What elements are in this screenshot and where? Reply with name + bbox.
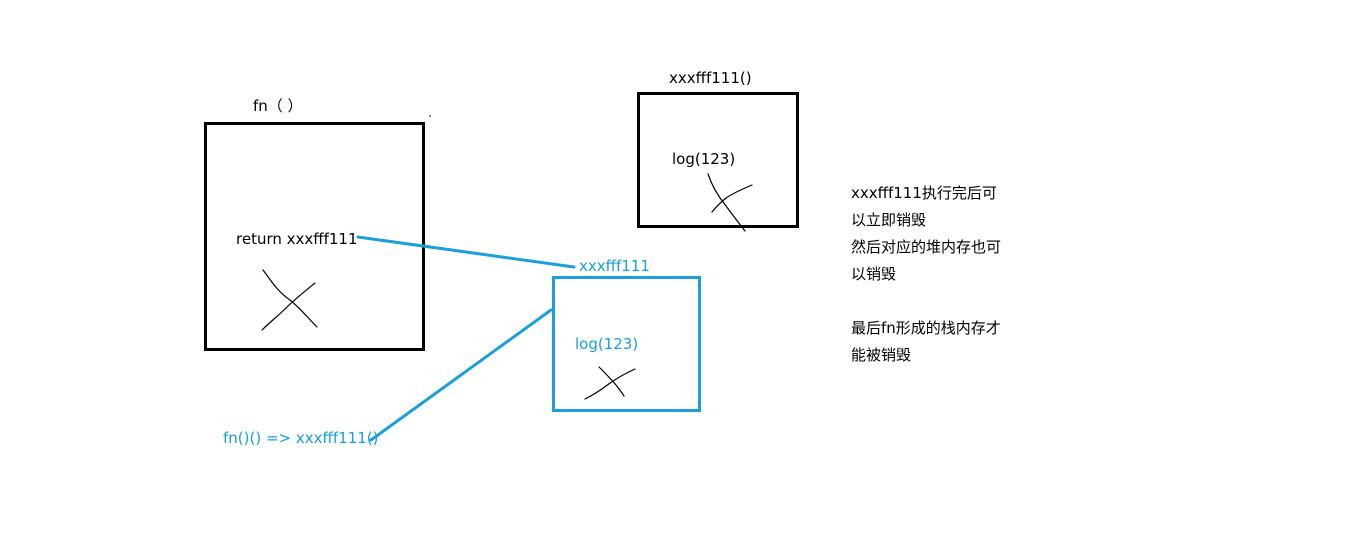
closure-log-statement: log(123) xyxy=(672,150,736,168)
return-to-heap-connector xyxy=(356,235,576,269)
note-line: 以立即销毁 xyxy=(851,211,927,229)
note-line: 以销毁 xyxy=(851,265,897,283)
note-line: xxxfff111执行完后可 xyxy=(851,184,997,202)
closure-title: xxxfff111() xyxy=(669,69,752,87)
note-line: 能被销毁 xyxy=(851,346,912,364)
fn-title: fn（ ） xyxy=(253,97,303,115)
closure-destroyed-cross-icon xyxy=(707,173,753,232)
heap-function-box xyxy=(552,276,701,412)
note-line: 最后fn形成的栈内存才 xyxy=(851,319,1001,337)
call-expression: fn()() => xxxfff111() xyxy=(223,429,379,447)
note-line xyxy=(851,288,1001,315)
heap-title: xxxfff111 xyxy=(579,257,650,275)
note-line: 然后对应的堆内存也可 xyxy=(851,238,1002,256)
heap-destroyed-cross-icon xyxy=(584,366,636,400)
speck-mark xyxy=(429,115,431,117)
fn-return-statement: return xxxfff111 xyxy=(236,230,358,248)
heap-log-statement: log(123) xyxy=(575,335,639,353)
call-to-heap-connector xyxy=(369,308,553,442)
explanation-notes: xxxfff111执行完后可 以立即销毁 然后对应的堆内存也可 以销毁 最后fn… xyxy=(851,180,1001,369)
fn-scope-box xyxy=(204,122,425,351)
closure-execution-box xyxy=(637,92,799,228)
fn-destroyed-cross-icon xyxy=(261,269,318,331)
